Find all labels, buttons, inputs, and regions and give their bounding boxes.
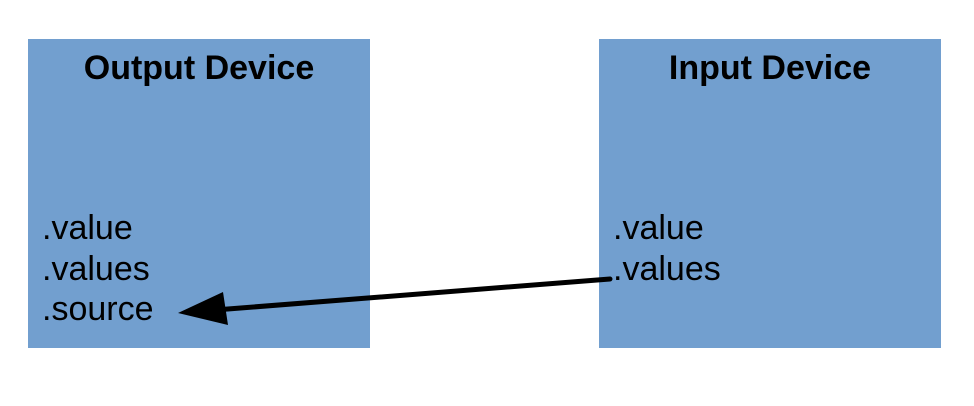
connection-arrow-line [212, 276, 613, 313]
output-device-title: Output Device [83, 49, 315, 87]
input-device-title: Input Device [668, 49, 872, 87]
output-device-attributes: .value .values .source [42, 208, 154, 330]
input-attr-value: .value [613, 209, 704, 247]
input-device-attributes: .value .values [613, 208, 721, 289]
connection-arrow-head [178, 292, 228, 325]
output-attr-source: .source [42, 290, 154, 328]
input-attr-values: .values [613, 249, 721, 288]
output-attr-values: .values [42, 249, 150, 288]
output-attr-value: .value [42, 209, 133, 247]
output-device-box [28, 39, 370, 348]
input-device-box [599, 39, 941, 348]
